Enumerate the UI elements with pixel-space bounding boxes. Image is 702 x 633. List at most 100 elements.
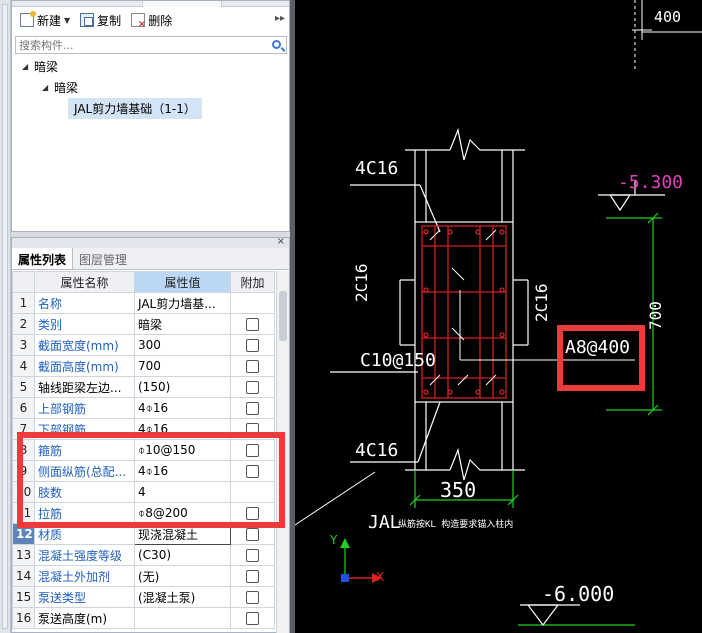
header-extra[interactable]: 附加 xyxy=(230,271,275,293)
extra-checkbox[interactable] xyxy=(246,528,259,541)
row-number: 15 xyxy=(12,586,35,608)
component-tab-remnant[interactable] xyxy=(142,1,222,7)
property-value[interactable]: 4⌽16 xyxy=(134,397,231,419)
property-table-header: 属性名称 属性值 附加 xyxy=(12,271,275,293)
property-scrollbar-thumb[interactable] xyxy=(279,291,287,341)
delete-icon xyxy=(131,13,146,30)
component-tabbar xyxy=(12,1,289,7)
new-button-label: 新建 xyxy=(37,13,62,28)
property-name: 混凝土外加剂 xyxy=(34,565,135,587)
property-value[interactable]: 现浇混凝土 xyxy=(134,523,231,545)
cad-drawing-canvas[interactable]: 400 -5.300 4C16 4C16 C10@150 2C16 2C16 A… xyxy=(290,0,702,633)
property-name: 名称 xyxy=(34,292,135,314)
left-dock-scrollbar[interactable] xyxy=(2,4,8,629)
tie-callout-label: A8@400 xyxy=(565,337,631,358)
tree-node-leaf[interactable]: JAL剪力墙基础（1-1） xyxy=(68,97,202,119)
extra-checkbox[interactable] xyxy=(246,570,259,583)
extra-checkbox[interactable] xyxy=(246,444,259,457)
property-value[interactable]: 700 xyxy=(134,355,231,377)
extra-checkbox[interactable] xyxy=(246,612,259,625)
chevron-down-icon[interactable]: ▼ xyxy=(64,15,71,25)
elevation-bottom-label: -6.000 xyxy=(542,582,615,606)
dim-400-label: 400 xyxy=(654,8,682,26)
property-value[interactable] xyxy=(134,607,231,629)
caption-main-label: JAL xyxy=(368,512,401,533)
row-number: 4 xyxy=(12,355,35,377)
tab-layer-management[interactable]: 图层管理 xyxy=(79,253,128,267)
header-property-name[interactable]: 属性名称 xyxy=(34,271,135,293)
property-name: 泵送类型 xyxy=(34,586,135,608)
property-value[interactable]: ⌽10@150 xyxy=(134,439,231,461)
canvas-divider[interactable] xyxy=(290,0,295,633)
extra-checkbox[interactable] xyxy=(246,549,259,562)
property-value[interactable]: 暗梁 xyxy=(134,313,231,335)
top-rebar-label: 4C16 xyxy=(355,158,399,179)
extra-cell xyxy=(230,586,275,608)
extra-cell xyxy=(230,376,275,398)
search-icon[interactable] xyxy=(272,40,281,49)
close-icon[interactable]: × xyxy=(276,236,285,247)
elevation-top-label: -5.300 xyxy=(618,172,684,193)
axis-x-label: X xyxy=(376,570,385,584)
new-button[interactable]: 新建 ▼ xyxy=(16,10,74,30)
property-value[interactable]: (混凝土泵) xyxy=(134,586,231,608)
property-value[interactable]: JAL剪力墙基... xyxy=(134,292,231,314)
extra-checkbox[interactable] xyxy=(246,507,259,520)
highlight-box-properties xyxy=(17,432,285,528)
component-search xyxy=(15,36,287,54)
property-value[interactable]: 300 xyxy=(134,334,231,356)
toolbar-overflow-icon[interactable]: ▸▸ xyxy=(274,13,285,24)
extra-cell xyxy=(230,565,275,587)
extra-checkbox[interactable] xyxy=(246,339,259,352)
property-value[interactable]: (C30) xyxy=(134,544,231,566)
property-value[interactable]: (无) xyxy=(134,565,231,587)
property-value[interactable]: ⌽8@200 xyxy=(134,502,231,524)
panel-splitter[interactable] xyxy=(11,232,290,237)
axis-y-label: Y xyxy=(330,533,338,547)
property-name: 轴线距梁左边... xyxy=(34,376,135,398)
extra-cell xyxy=(230,397,275,419)
copy-button[interactable]: 复制 xyxy=(76,10,125,30)
expand-icon[interactable]: ◢ xyxy=(42,82,49,92)
row-number: 14 xyxy=(12,565,35,587)
extra-cell xyxy=(230,460,275,482)
tree-node-root[interactable]: ◢ 暗梁 xyxy=(22,56,58,76)
expand-icon[interactable]: ◢ xyxy=(22,61,29,71)
extra-cell xyxy=(230,502,275,524)
extra-cell xyxy=(230,607,275,629)
extra-checkbox[interactable] xyxy=(246,318,259,331)
property-value[interactable]: (150) xyxy=(134,376,231,398)
bottom-rebar-label: 4C16 xyxy=(355,440,399,461)
height-dim-label: 700 xyxy=(646,301,665,330)
property-panel-header: × xyxy=(12,236,289,248)
extra-checkbox[interactable] xyxy=(246,465,259,478)
tree-node-child[interactable]: ◢ 暗梁 xyxy=(42,77,78,97)
copy-button-label: 复制 xyxy=(97,13,122,28)
search-input[interactable] xyxy=(19,38,259,52)
section-drawing xyxy=(294,0,702,626)
extra-checkbox[interactable] xyxy=(246,402,259,415)
row-number: 13 xyxy=(12,544,35,566)
header-property-value[interactable]: 属性值 xyxy=(134,271,231,293)
delete-button[interactable]: 删除 xyxy=(127,10,176,30)
property-name: 泵送高度(m) xyxy=(34,607,135,629)
extra-checkbox[interactable] xyxy=(246,381,259,394)
extra-cell xyxy=(230,292,275,314)
caption-note-label: 纵筋按KL 构造要求锚入柱内 xyxy=(398,520,514,530)
extra-checkbox[interactable] xyxy=(246,591,259,604)
extra-checkbox[interactable] xyxy=(246,360,259,373)
tab-property-list[interactable]: 属性列表 xyxy=(12,248,74,269)
left-side-rebar-label: 2C16 xyxy=(352,263,371,302)
